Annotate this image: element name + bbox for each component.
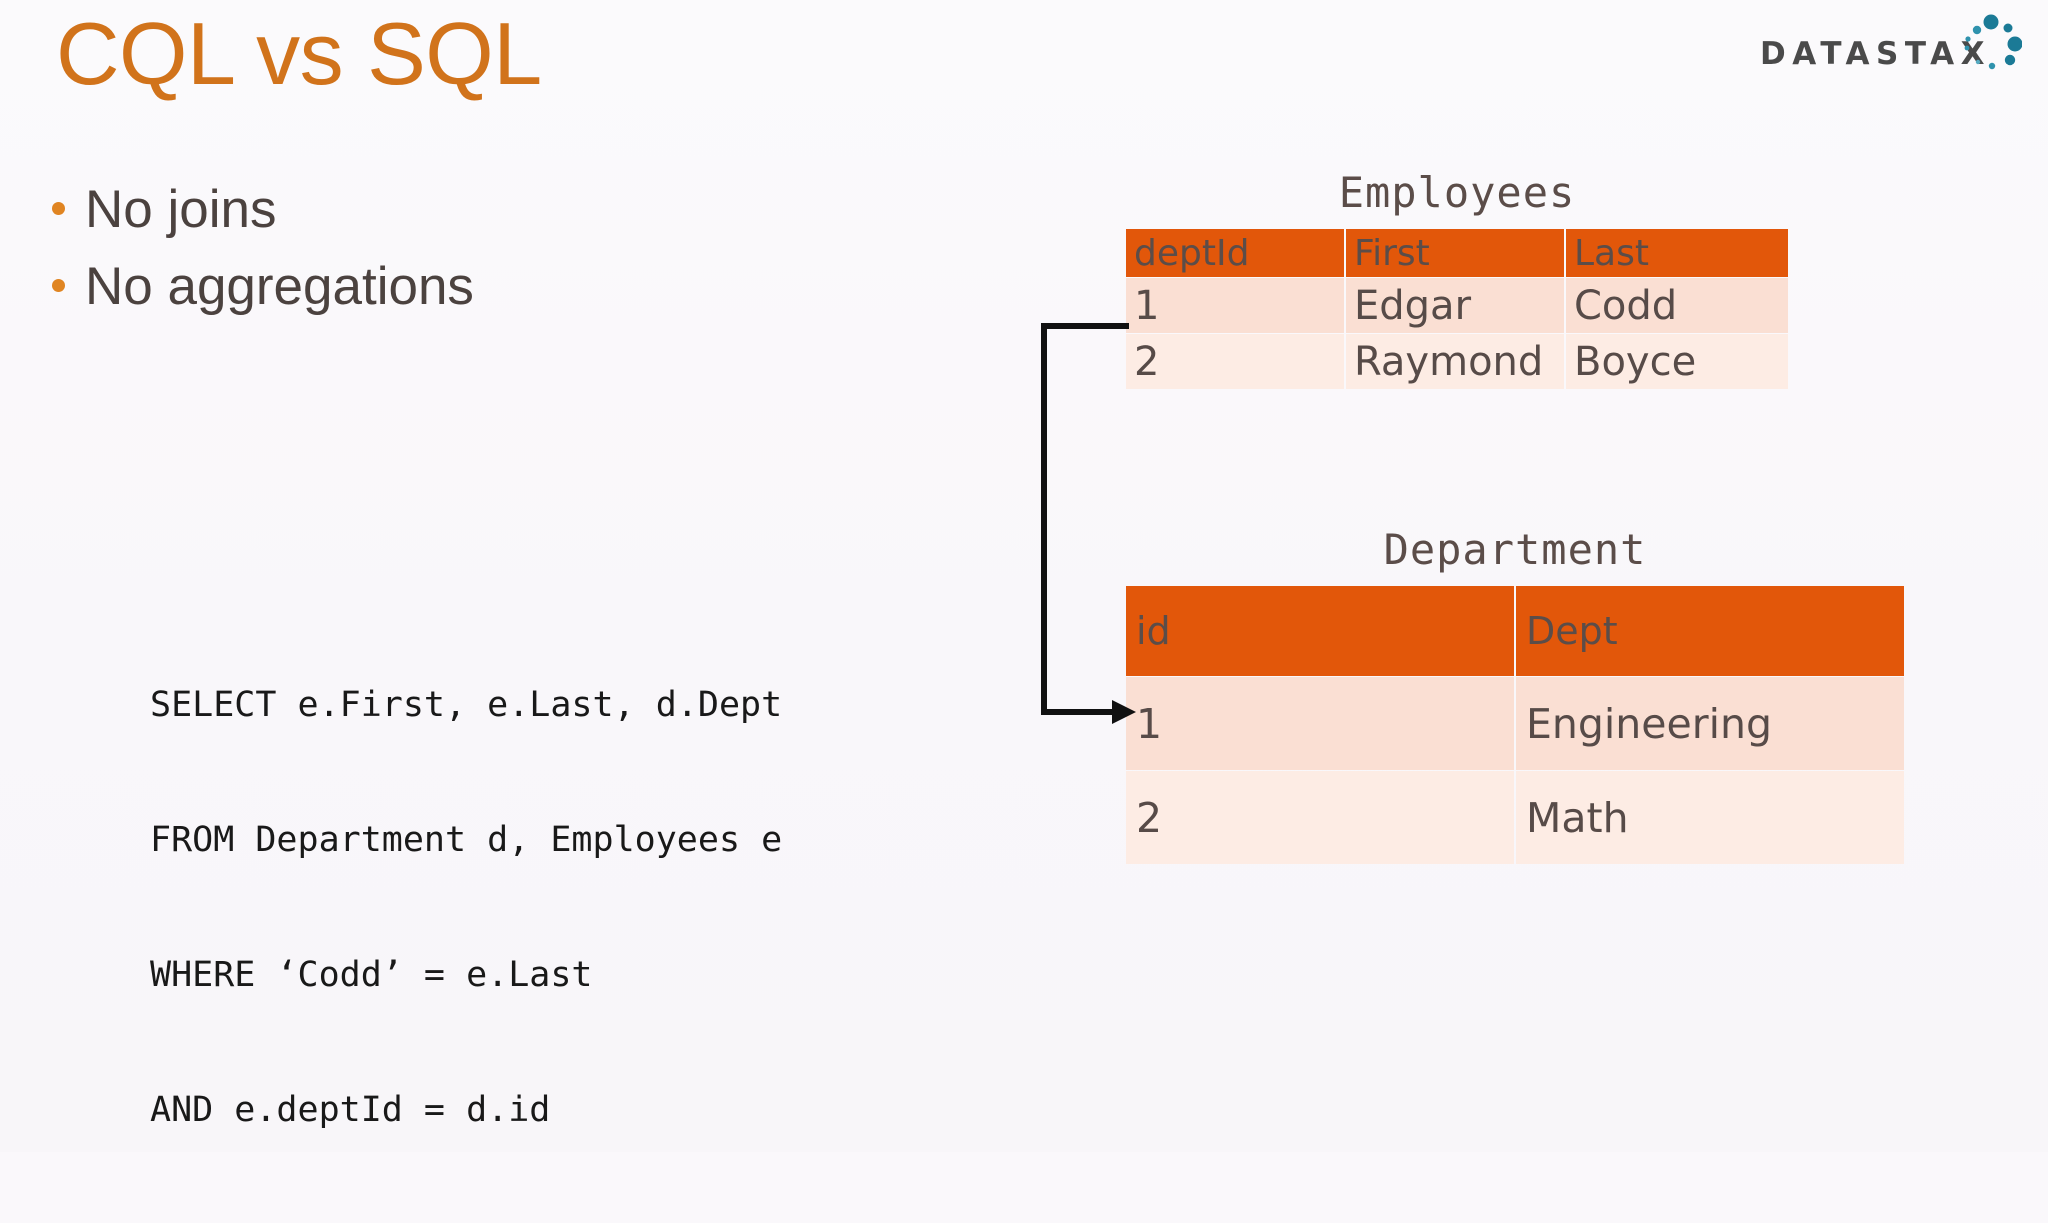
employees-table-block: Employees deptId First Last 1 Edgar Codd… (1124, 168, 1790, 390)
department-table-caption: Department (1383, 525, 1647, 574)
datastax-logo: DATASTAX (1760, 14, 2022, 76)
cell-dept: Math (1516, 771, 1904, 864)
page-title: CQL vs SQL (56, 4, 542, 103)
slide-canvas: CQL vs SQL DATASTAX No joins No aggregat… (0, 0, 2048, 1152)
sql-code-block: SELECT e.First, e.Last, d.Dept FROM Depa… (150, 593, 782, 1223)
table-row: 1 Edgar Codd (1126, 278, 1788, 333)
cell-deptid: 1 (1126, 278, 1344, 333)
column-header-first: First (1346, 229, 1564, 277)
column-header-id: id (1126, 586, 1514, 676)
bullet-list: No joins No aggregations (52, 180, 832, 335)
column-header-last: Last (1566, 229, 1788, 277)
bullet-dot-icon (52, 279, 65, 293)
bullet-label: No joins (85, 180, 277, 239)
cell-first: Raymond (1346, 334, 1564, 389)
cell-id: 1 (1126, 677, 1514, 770)
cell-first: Edgar (1346, 278, 1564, 333)
employees-table-caption: Employees (1338, 168, 1576, 217)
code-line: FROM Department d, Employees e (150, 820, 783, 860)
department-table: id Dept 1 Engineering 2 Math (1124, 585, 1906, 865)
table-row: 1 Engineering (1126, 677, 1904, 770)
cell-id: 2 (1126, 771, 1514, 864)
column-header-dept: Dept (1516, 586, 1904, 676)
code-line: AND e.deptId = d.id (150, 1090, 551, 1130)
department-table-block: Department id Dept 1 Engineering 2 Math (1124, 525, 1906, 865)
cell-deptid: 2 (1126, 334, 1344, 389)
table-row: 2 Raymond Boyce (1126, 334, 1788, 389)
table-header-row: deptId First Last (1126, 229, 1788, 277)
datastax-wordmark: DATASTAX (1760, 36, 1992, 72)
code-line: SELECT e.First, e.Last, d.Dept (150, 685, 783, 725)
datastax-dots-icon (1964, 14, 2022, 70)
list-item: No aggregations (52, 257, 832, 316)
code-line: WHERE ‘Codd’ = e.Last (150, 955, 593, 995)
employees-table: deptId First Last 1 Edgar Codd 2 Raymond… (1124, 228, 1790, 390)
list-item: No joins (52, 180, 832, 239)
table-header-row: id Dept (1126, 586, 1904, 676)
column-header-deptid: deptId (1126, 229, 1344, 277)
cell-dept: Engineering (1516, 677, 1904, 770)
cell-last: Boyce (1566, 334, 1788, 389)
bullet-dot-icon (52, 202, 65, 215)
table-row: 2 Math (1126, 771, 1904, 864)
cell-last: Codd (1566, 278, 1788, 333)
bullet-label: No aggregations (85, 257, 474, 317)
